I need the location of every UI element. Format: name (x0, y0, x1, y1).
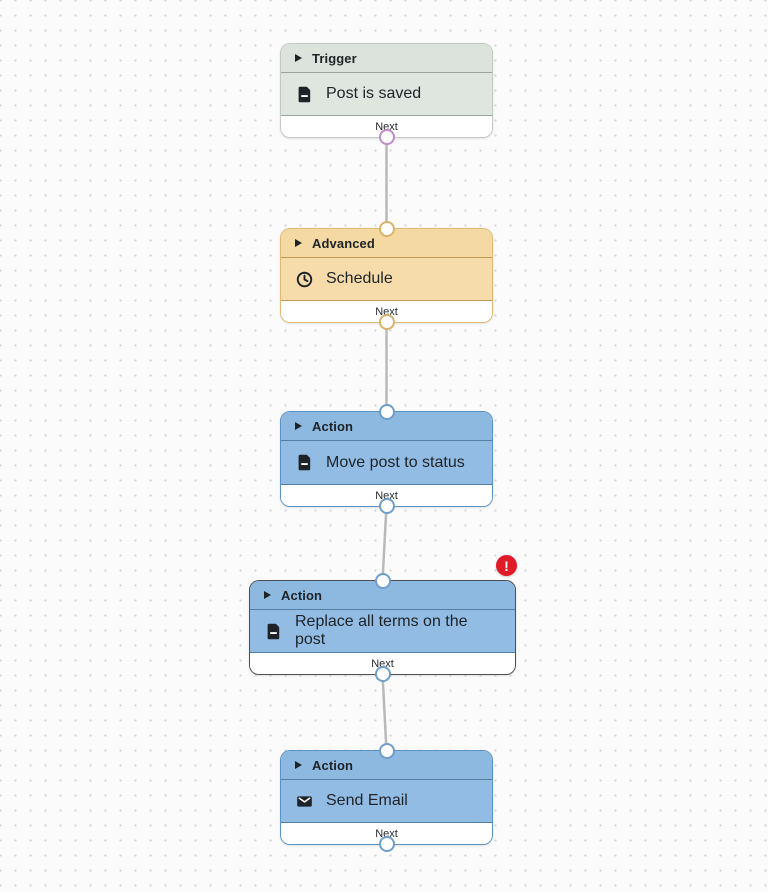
document-icon (298, 454, 311, 471)
node-body: Post is saved (281, 72, 492, 115)
connector-line (381, 504, 388, 583)
node-replace-all-terms[interactable]: Action Replace all terms on the post Nex… (249, 555, 517, 682)
next-branch-label: Next (375, 827, 398, 840)
document-icon (298, 86, 311, 102)
node-body: Send Email (281, 779, 492, 822)
error-badge-icon: ! (496, 555, 517, 576)
node-title: Move post to status (326, 453, 465, 471)
collapse-triangle-icon[interactable] (295, 54, 302, 62)
node-title: Send Email (326, 792, 408, 809)
node-move-post-to-status[interactable]: Action Move post to status Next (280, 404, 493, 514)
output-port[interactable] (378, 836, 395, 852)
node-post-is-saved[interactable]: Trigger Post is saved Next (280, 43, 493, 145)
output-port[interactable] (378, 314, 395, 330)
connector-line (381, 672, 388, 753)
input-port[interactable] (378, 743, 395, 759)
node-type-label: Action (312, 757, 354, 773)
collapse-triangle-icon[interactable] (295, 761, 302, 769)
next-branch-label: Next (371, 657, 394, 670)
input-port[interactable] (374, 573, 391, 589)
node-schedule[interactable]: Advanced Schedule Next (280, 221, 493, 330)
node-send-email[interactable]: Action Send Email Next (280, 743, 493, 852)
node-type-label: Action (312, 418, 354, 434)
next-branch-label: Next (375, 120, 398, 133)
node-footer: Next (281, 484, 492, 506)
node-footer: Next (250, 652, 515, 674)
node-footer: Next (281, 115, 492, 137)
next-branch-label: Next (375, 305, 398, 318)
input-port[interactable] (378, 221, 395, 237)
node-title: Schedule (326, 270, 393, 287)
node-body: Replace all terms on the post (250, 609, 515, 652)
node-body: Move post to status (281, 440, 492, 484)
next-branch-label: Next (375, 489, 398, 502)
document-icon (267, 623, 280, 639)
node-footer: Next (281, 822, 492, 844)
collapse-triangle-icon[interactable] (295, 239, 302, 247)
node-body: Schedule (281, 257, 492, 300)
node-title: Post is saved (326, 85, 422, 102)
node-type-label: Action (281, 587, 323, 603)
output-port[interactable] (378, 129, 395, 145)
node-footer: Next (281, 300, 492, 322)
output-port[interactable] (378, 498, 395, 514)
output-port[interactable] (374, 666, 391, 682)
collapse-triangle-icon[interactable] (295, 422, 302, 430)
collapse-triangle-icon[interactable] (264, 591, 271, 599)
node-header: Trigger (281, 44, 492, 72)
node-type-label: Advanced (312, 235, 375, 251)
node-title: Replace all terms on the post (295, 613, 468, 648)
node-type-label: Trigger (312, 50, 357, 66)
input-port[interactable] (378, 404, 395, 420)
envelope-icon (297, 795, 312, 807)
clock-icon (296, 271, 313, 287)
